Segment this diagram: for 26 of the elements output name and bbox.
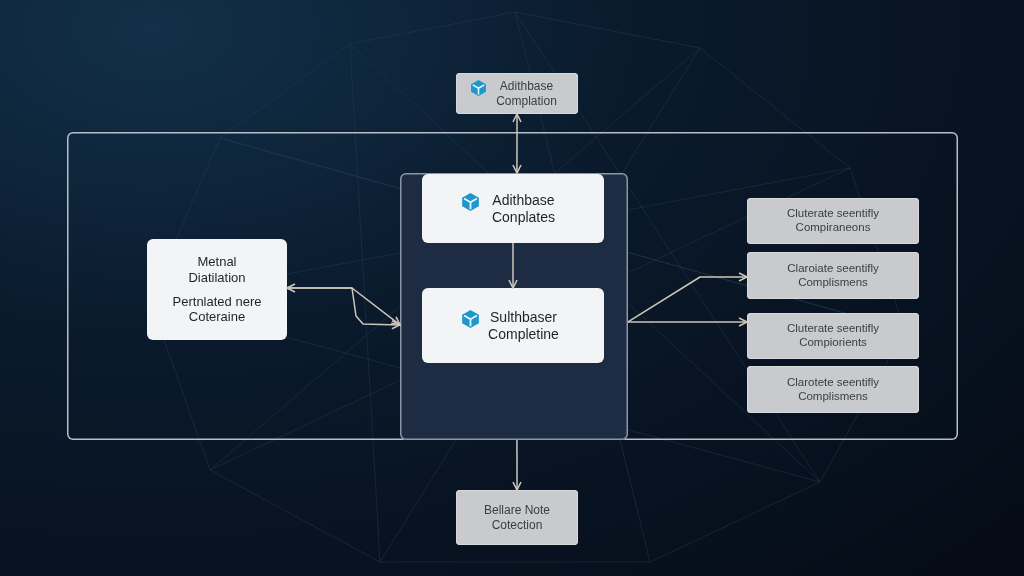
arrow <box>627 317 748 327</box>
node-text: Adithbase Conplates <box>490 192 556 225</box>
process-card <box>747 252 919 299</box>
process-card <box>422 288 604 363</box>
node-text: Claroiate seentifly Complismens <box>786 261 880 290</box>
arrow <box>627 272 748 323</box>
node-text: Sulthbaser Completine <box>487 309 560 342</box>
process-card <box>147 239 287 340</box>
arrow <box>512 439 522 491</box>
node-text: Pertnlated nere Coteraine <box>171 294 263 325</box>
process-card <box>747 313 919 359</box>
process-card <box>747 366 919 413</box>
node-text: Metnal Diatilation <box>187 254 247 285</box>
node-text: Cluterate seentifly Compiorients <box>785 322 880 350</box>
arrow <box>508 242 518 289</box>
group-panel <box>400 173 628 440</box>
node-text: Cluterate seentifly Compiraneons <box>785 207 880 235</box>
process-card <box>456 73 578 114</box>
process-card <box>456 490 578 545</box>
group-frame <box>67 132 958 440</box>
node-text: Bellare Note Cotection <box>482 503 551 532</box>
process-card <box>747 198 919 244</box>
node-text: Clarotete seentifly Complismens <box>785 375 880 404</box>
double-arrow <box>512 113 522 174</box>
process-card <box>422 174 604 243</box>
node-text: Adithbase Complation <box>495 79 558 108</box>
